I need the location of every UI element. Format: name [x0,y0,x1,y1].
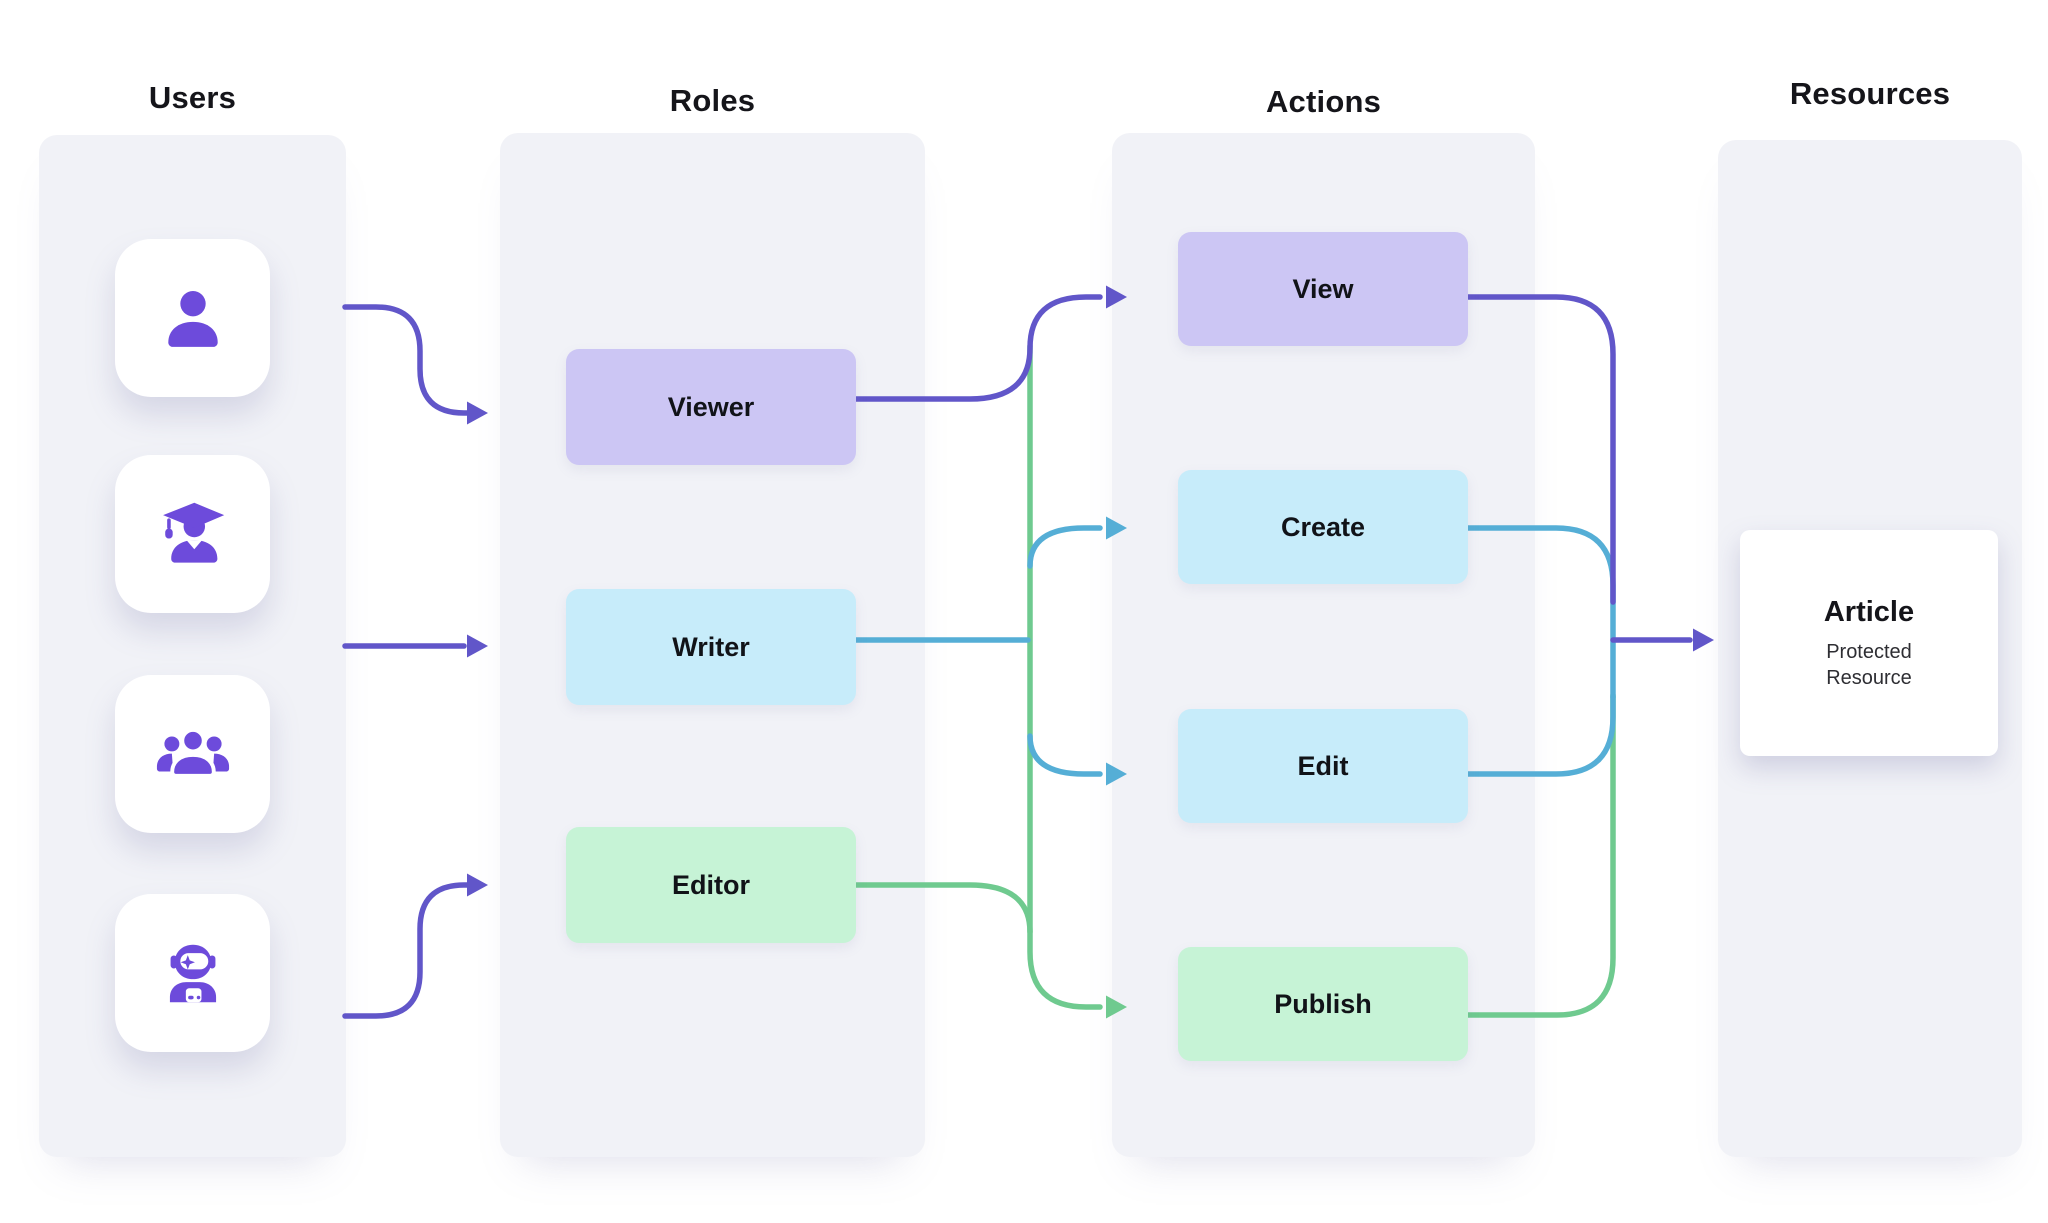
arrowhead-article [1693,628,1714,652]
action-label: Edit [1297,750,1349,781]
bot-icon [169,944,216,1003]
graduate-icon [162,502,224,563]
arrowhead-edit [1106,762,1127,786]
user-card-student [115,455,270,613]
action-node-create: Create [1178,470,1468,584]
resource-subtitle: Protected Resource [1826,640,1912,689]
edge-trunk-to-create [1027,525,1103,569]
action-label: Publish [1274,988,1372,1019]
role-node-writer: Writer [566,589,856,705]
action-node-view: View [1178,232,1468,346]
resource-title: Article [1823,595,1915,628]
edge-view-out [1465,294,1616,605]
edge-create-out [1465,525,1616,700]
arrowhead-view [1106,285,1127,309]
resources-column-title: Resources [1789,76,1951,111]
edge-user-to-editor [342,882,470,1019]
actions-column-title: Actions [1265,84,1382,119]
arrowhead-publish [1106,995,1127,1019]
arrowhead-viewer [467,401,488,425]
role-node-editor: Editor [566,827,856,943]
edge-edit-out [1465,694,1616,777]
action-label: Create [1280,511,1366,542]
roles-column-title: Roles [669,83,756,118]
users-to-roles-arrows [342,304,488,1019]
user-card-individual [115,239,270,397]
arrowhead-editor [467,873,488,897]
action-label: View [1292,273,1354,304]
edge-editor-feed [853,882,1033,935]
edge-trunk-to-publish [1027,343,1103,1010]
resource-card-article: Article Protected Resource [1740,530,1998,756]
actions-to-resource-arrows [1465,294,1714,1018]
role-label: Writer [672,631,750,662]
arrowhead-writer [467,634,488,658]
role-label: Editor [672,869,750,900]
team-icon [156,728,229,778]
roles-to-actions-arrows [853,285,1127,1019]
person-icon [167,291,218,347]
edge-user-to-viewer [342,304,470,416]
user-card-team [115,675,270,833]
edge-viewer-to-view [853,294,1103,402]
action-node-edit: Edit [1178,709,1468,823]
user-card-bot [115,894,270,1052]
edge-publish-out [1465,692,1616,1018]
role-label: Viewer [667,391,755,422]
edge-trunk-to-edit [1027,733,1103,777]
users-column-title: Users [148,80,237,115]
role-node-viewer: Viewer [566,349,856,465]
arrowhead-create [1106,516,1127,540]
action-node-publish: Publish [1178,947,1468,1061]
